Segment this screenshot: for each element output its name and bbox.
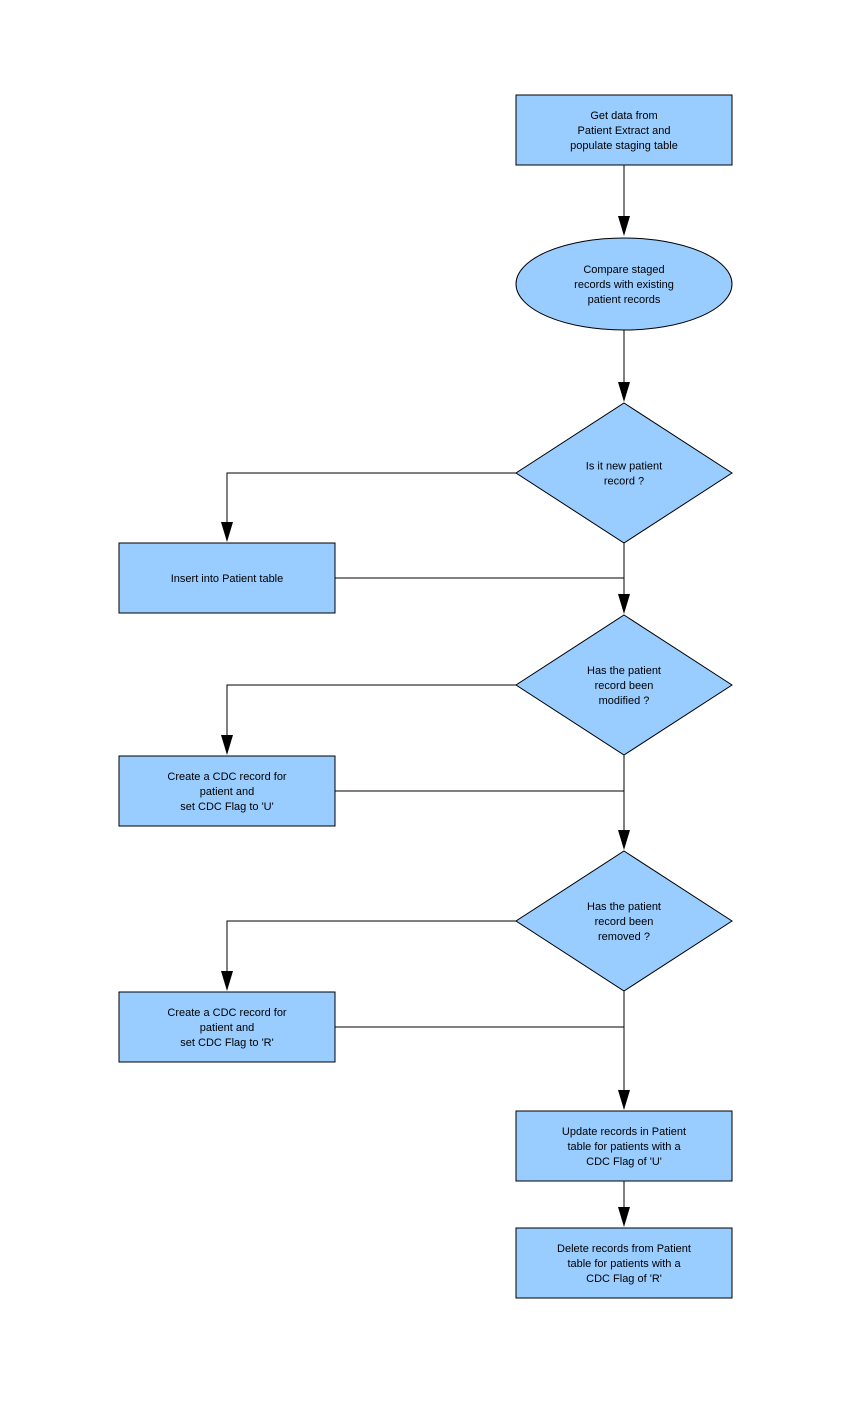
node-label-line: Delete records from Patient [557,1243,691,1255]
diamond-shape [515,614,733,756]
node-label-line: Create a CDC record for [167,1007,287,1019]
ellipse-shape [515,237,733,331]
node-is-new: Is it new patient record ? [515,402,733,544]
connector-compare-to-is_new [618,330,630,402]
node-label-line: set CDC Flag to 'U' [180,801,273,813]
node-label-line: Patient Extract and [578,125,671,137]
node-cdc-r: Create a CDC record for patient and set CD… [118,991,336,1063]
connector-removed-to-cdc_r [221,920,516,991]
arrow-head-icon [221,971,233,991]
node-label-line: Compare staged [583,264,664,276]
connector-is_new-to-insert [221,472,516,542]
rectangle-shape [515,1110,733,1182]
node-label-line: patient and [200,786,254,798]
rectangle-shape [515,94,733,166]
node-label-line: populate staging table [570,140,678,152]
connector-update-to-delete [618,1181,630,1227]
node-label-line: records with existing [574,279,674,291]
node-label-line: Get data from [590,110,657,122]
connector-get_data-to-compare [618,165,630,236]
node-label-line: set CDC Flag to 'R' [180,1037,273,1049]
rectangle-shape [118,755,336,827]
node-label-line: table for patients with a [567,1141,681,1153]
node-label-line: Has the patient [587,901,661,913]
node-label-line: record been [595,916,654,928]
arrow-head-icon [618,382,630,402]
arrow-head-icon [618,216,630,236]
connector-is_new-to-modified [618,543,630,614]
node-label-line: CDC Flag of 'R' [586,1273,662,1285]
node-cdc-u: Create a CDC record for patient and set CD… [118,755,336,827]
node-label-line: record been [595,680,654,692]
node-label-line: record ? [604,476,644,488]
node-modified: Has the patient record been modified ? [515,614,733,756]
arrow-head-icon [221,735,233,755]
connector-removed-to-update [618,991,630,1110]
diamond-shape [515,402,733,544]
node-delete: Delete records from Patient table for pat… [515,1227,733,1299]
node-update: Update records in Patient table for patie… [515,1110,733,1182]
diamond-shape [515,850,733,992]
arrow-head-icon [618,1090,630,1110]
arrow-head-icon [618,830,630,850]
node-label-line: Insert into Patient table [171,573,284,585]
arrow-head-icon [618,1207,630,1227]
node-label-line: Is it new patient [586,461,662,473]
arrow-head-icon [618,594,630,614]
arrow-head-icon [221,522,233,542]
node-label-line: Has the patient [587,665,661,677]
node-label-line: removed ? [598,931,650,943]
node-label-line: CDC Flag of 'U' [586,1156,662,1168]
connectors [221,165,630,1227]
connector-modified-to-removed [618,755,630,850]
node-label-line: patient and [200,1022,254,1034]
node-insert: Insert into Patient table [118,542,336,614]
node-label-line: Create a CDC record for [167,771,287,783]
node-label-line: modified ? [599,695,650,707]
node-label-line: patient records [588,294,661,306]
rectangle-shape [515,1227,733,1299]
node-removed: Has the patient record been removed ? [515,850,733,992]
node-compare: Compare staged records with existing patie… [515,237,733,331]
rectangle-shape [118,991,336,1063]
connector-modified-to-cdc_u [221,684,516,755]
rectangle-shape [118,542,336,614]
node-label-line: Update records in Patient [562,1126,686,1138]
node-label-line: table for patients with a [567,1258,681,1270]
